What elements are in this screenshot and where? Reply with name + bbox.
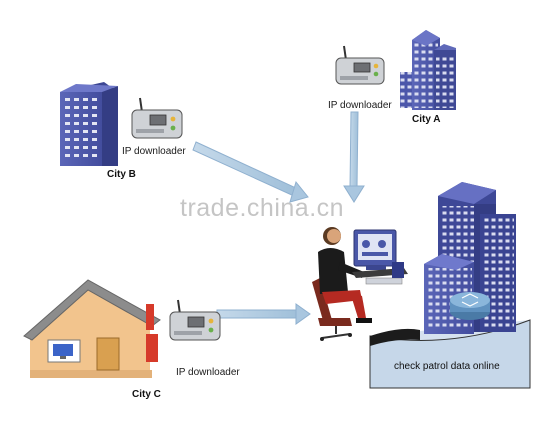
server-panel-label: check patrol data online: [394, 361, 500, 372]
arrow-city-b-to-center: [192, 141, 309, 203]
city-a-label: City A: [412, 114, 441, 125]
ip-downloader-c-label: IP downloader: [176, 367, 240, 378]
city-a-building-icon: [400, 30, 456, 110]
operator-at-computer-icon: [312, 227, 408, 341]
ip-downloader-a-label: IP downloader: [328, 100, 392, 111]
ip-downloader-c-icon: [169, 299, 221, 341]
ip-downloader-b-label: IP downloader: [122, 146, 186, 157]
server-building-icon: [369, 182, 531, 389]
city-c-house-icon: [23, 279, 161, 378]
city-b-building-icon: [60, 82, 118, 166]
arrow-city-c-to-center: [216, 303, 311, 325]
ip-downloader-b-icon: [131, 97, 183, 139]
ip-downloader-a-icon: [335, 45, 385, 85]
city-b-label: City B: [107, 169, 136, 180]
arrow-city-a-to-center: [343, 111, 365, 203]
watermark-text: trade.china.cn: [180, 194, 345, 222]
city-c-label: City C: [132, 389, 161, 400]
